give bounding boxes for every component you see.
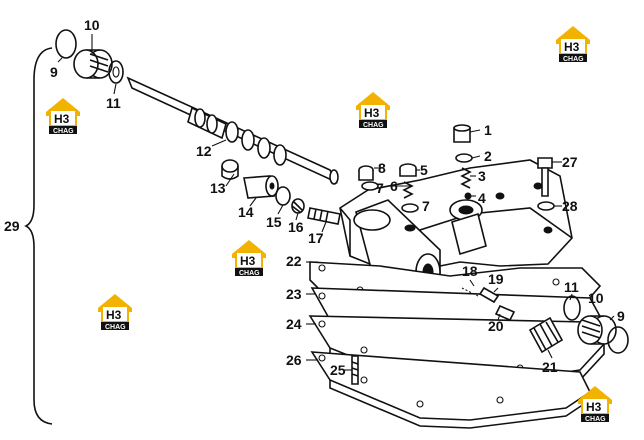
label-2: 2	[484, 148, 492, 164]
bolt-1	[453, 124, 471, 143]
watermark-logo: H3 CHAG	[232, 240, 266, 277]
svg-text:CHAG: CHAG	[53, 128, 74, 135]
snap-ring-upper	[55, 29, 77, 59]
label-4: 4	[478, 190, 486, 206]
label-26: 26	[286, 352, 302, 368]
screw-25	[351, 355, 359, 385]
washer-upper	[108, 60, 124, 84]
svg-text:CHAG: CHAG	[585, 416, 606, 423]
svg-text:H3: H3	[564, 40, 580, 54]
svg-text:CHAG: CHAG	[239, 270, 260, 277]
plate-26	[310, 351, 592, 429]
spring-sleeve-upper	[73, 49, 113, 79]
svg-text:CHAG: CHAG	[563, 56, 584, 63]
spring-6	[402, 181, 414, 199]
label-10-right: 10	[588, 290, 604, 306]
svg-text:CHAG: CHAG	[363, 122, 384, 129]
snap-ring-right	[607, 326, 629, 354]
svg-text:CHAG: CHAG	[105, 324, 126, 331]
spring-3	[460, 167, 472, 189]
spool-shaft	[126, 76, 339, 185]
label-23: 23	[286, 286, 302, 302]
label-5: 5	[420, 162, 428, 178]
label-14: 14	[238, 204, 254, 220]
svg-text:H3: H3	[106, 308, 122, 322]
label-8: 8	[378, 160, 386, 176]
label-16: 16	[288, 219, 304, 235]
label-10-upper: 10	[84, 17, 100, 33]
label-9-right: 9	[617, 308, 625, 324]
watermark-logo: H3 CHAG	[98, 294, 132, 331]
label-3: 3	[478, 168, 486, 184]
leader-lines	[57, 34, 615, 371]
threaded-pin	[307, 207, 341, 225]
coil-spring	[291, 198, 305, 214]
label-1: 1	[484, 122, 492, 138]
pin-19	[478, 286, 500, 304]
ring-7-upper	[361, 181, 379, 191]
watermark-logo: H3 CHAG	[46, 98, 80, 135]
label-21: 21	[542, 359, 558, 375]
label-11-upper: 11	[106, 95, 121, 111]
washer-2	[455, 153, 473, 163]
pin-18	[461, 287, 479, 297]
label-29: 29	[4, 218, 20, 234]
label-7-lower: 7	[422, 198, 430, 214]
label-15: 15	[266, 214, 282, 230]
label-18: 18	[462, 263, 478, 279]
spring-sleeve-right	[577, 315, 617, 345]
watermark-logo: H3 CHAG	[356, 92, 390, 129]
label-24: 24	[286, 316, 302, 332]
svg-text:H3: H3	[364, 106, 380, 120]
label-13: 13	[210, 180, 226, 196]
plug-5	[399, 163, 417, 177]
small-plug	[221, 159, 239, 180]
washer-28	[537, 201, 555, 211]
label-12: 12	[196, 143, 212, 159]
label-28: 28	[562, 198, 578, 214]
bolt-27	[537, 157, 553, 197]
ring-7-lower	[401, 203, 419, 213]
svg-text:H3: H3	[240, 254, 256, 268]
label-9-upper: 9	[50, 64, 58, 80]
label-25: 25	[330, 362, 346, 378]
svg-text:H3: H3	[54, 112, 70, 126]
label-22: 22	[286, 253, 302, 269]
label-17: 17	[308, 230, 324, 246]
valve-piston	[243, 175, 279, 199]
label-20: 20	[488, 318, 504, 334]
label-6: 6	[390, 178, 398, 194]
label-19: 19	[488, 271, 504, 287]
svg-text:H3: H3	[586, 400, 602, 414]
washer-right	[563, 295, 581, 321]
label-27: 27	[562, 154, 578, 170]
watermark-logo: H3 CHAG	[578, 386, 612, 423]
label-7-upper: 7	[376, 180, 384, 196]
assembly-bracket	[24, 47, 53, 425]
o-ring	[275, 186, 291, 206]
plug-21	[528, 316, 564, 354]
pin-20	[494, 304, 516, 322]
bolt-8	[358, 165, 374, 181]
label-11-right: 11	[564, 279, 579, 295]
watermark-logo: H3 CHAG	[556, 26, 590, 63]
